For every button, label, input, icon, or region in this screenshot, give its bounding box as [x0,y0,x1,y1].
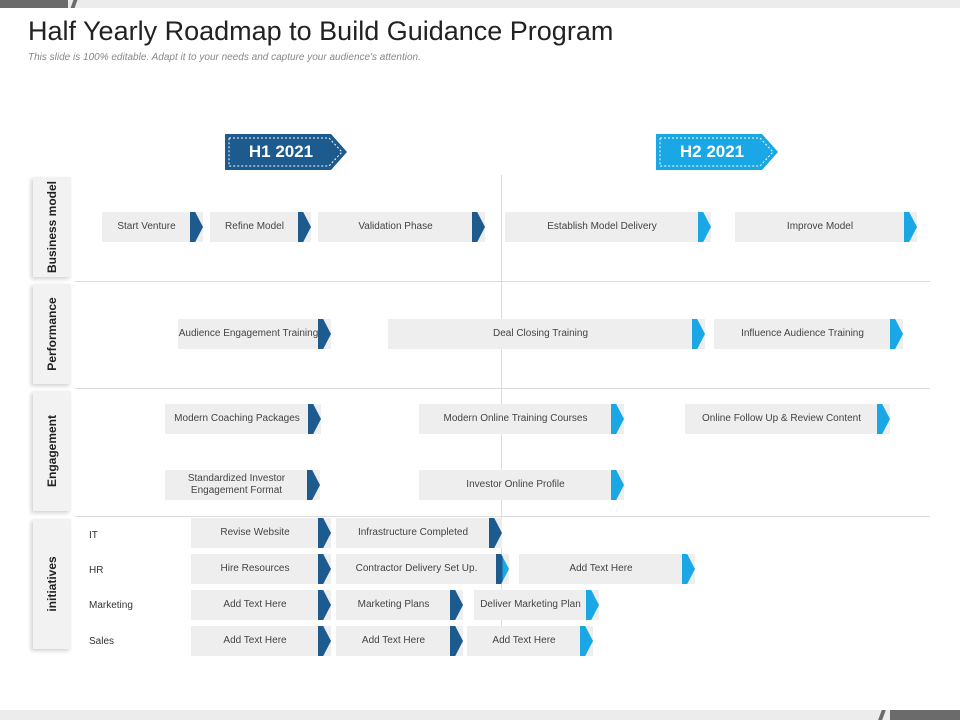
phase-h2: H2 2021 [656,134,778,170]
chevron-right-icon [450,626,463,656]
task-establish-model-delivery: Establish Model Delivery [505,212,711,242]
task-online-follow-up: Online Follow Up & Review Content [685,404,890,434]
chevron-right-icon [580,626,593,656]
bottom-accent-bar [0,710,960,720]
chevron-right-icon [450,590,463,620]
task-label: Add Text Here [223,599,287,610]
task-contractor-delivery: Contractor Delivery Set Up. [336,554,509,584]
task-hire-resources: Hire Resources [191,554,331,584]
task-label: Establish Model Delivery [547,221,657,232]
row-separator [75,516,930,517]
task-label: Refine Model [225,221,284,232]
task-add-text-sales-1: Add Text Here [191,626,331,656]
chevron-right-icon [586,590,599,620]
task-revise-website: Revise Website [191,518,331,548]
task-start-venture: Start Venture [102,212,203,242]
slide-title: Half Yearly Roadmap to Build Guidance Pr… [28,16,614,46]
task-deliver-marketing-plan: Deliver Marketing Plan [474,590,599,620]
task-label: Add Text Here [223,635,287,646]
row-tab-initiatives: initiatives [33,519,71,649]
chevron-right-icon [190,212,203,242]
row-label: initiatives [45,556,59,612]
task-refine-model: Refine Model [210,212,311,242]
task-label: Investor Online Profile [466,479,565,490]
task-label: Deal Closing Training [492,328,589,339]
top-accent-dark [0,0,68,8]
phase-h1-shape [225,134,347,170]
initiative-label-hr: HR [89,565,104,576]
task-add-text-hr: Add Text Here [519,554,695,584]
initiative-label-it: IT [89,530,98,541]
task-label: Revise Website [220,527,290,538]
task-label: Influence Audience Training [741,328,864,339]
task-modern-online-training-courses: Modern Online Training Courses [419,404,624,434]
task-modern-coaching-packages: Modern Coaching Packages [165,404,321,434]
task-label: Hire Resources [220,563,290,574]
task-label: Deliver Marketing Plan [480,599,581,610]
task-label: Marketing Plans [357,599,430,610]
chevron-right-icon [698,212,711,242]
task-label: Start Venture [117,221,176,232]
task-label: Validation Phase [358,221,433,232]
chevron-right-icon [489,518,502,548]
task-label: Add Text Here [361,635,426,646]
task-influence-audience-training: Influence Audience Training [714,319,903,349]
row-tab-performance: Performance [33,284,71,384]
initiative-label-sales: Sales [89,636,115,647]
task-investor-online-profile: Investor Online Profile [419,470,624,500]
chevron-right-icon [298,212,311,242]
task-label: Standardized Investor Engagement Format [187,473,286,496]
task-add-text-sales-3: Add Text Here [467,626,593,656]
chevron-right-icon [890,319,903,349]
row-separator [75,281,930,282]
chevron-right-icon [318,518,331,548]
top-accent-bar [0,0,960,8]
chevron-right-icon [318,554,331,584]
task-label: Add Text Here [569,563,633,574]
task-validation-phase: Validation Phase [318,212,485,242]
chevron-right-icon [318,319,331,349]
task-add-text-sales-2: Add Text Here [336,626,463,656]
task-infrastructure-completed: Infrastructure Completed [336,518,502,548]
chevron-right-icon [308,404,321,434]
chevron-right-icon [472,212,485,242]
task-marketing-plans: Marketing Plans [336,590,463,620]
chevron-right-icon [496,554,509,584]
chevron-right-icon [682,554,695,584]
task-add-text-marketing: Add Text Here [191,590,331,620]
task-improve-model: Improve Model [735,212,917,242]
phase-h1: H1 2021 [225,134,347,170]
task-standardized-investor-engagement: Standardized Investor Engagement Format [165,470,320,500]
initiative-label-marketing: Marketing [89,600,133,611]
task-label: Infrastructure Completed [357,527,469,538]
row-label: Engagement [45,414,59,488]
task-label: Modern Online Training Courses [443,413,588,424]
chevron-right-icon [904,212,917,242]
chevron-right-icon [611,470,624,500]
chevron-right-icon [318,590,331,620]
row-tab-business-model: Business model [33,177,71,277]
task-audience-engagement-training: Audience Engagement Training [178,319,331,349]
slide-subtitle: This slide is 100% editable. Adapt it to… [28,52,421,63]
task-deal-closing-training: Deal Closing Training [388,319,705,349]
chevron-right-icon [877,404,890,434]
bottom-accent-dark [890,710,960,720]
task-label: Contractor Delivery Set Up. [355,563,478,574]
row-tab-engagement: Engagement [33,391,71,511]
phase-h2-shape [656,134,778,170]
chevron-right-icon [611,404,624,434]
task-label: Improve Model [786,221,854,232]
row-separator [75,388,930,389]
task-label: Add Text Here [492,635,556,646]
row-label: Performance [45,297,59,371]
task-label: Audience Engagement Training [178,328,319,339]
row-label: Business model [45,180,59,274]
phase-h2-label: H2 2021 [679,142,745,161]
chevron-right-icon [318,626,331,656]
task-label: Modern Coaching Packages [174,413,300,424]
chevron-right-icon [307,470,320,500]
task-label: Online Follow Up & Review Content [702,413,861,424]
phase-h1-label: H1 2021 [248,142,314,161]
chevron-right-icon [692,319,705,349]
